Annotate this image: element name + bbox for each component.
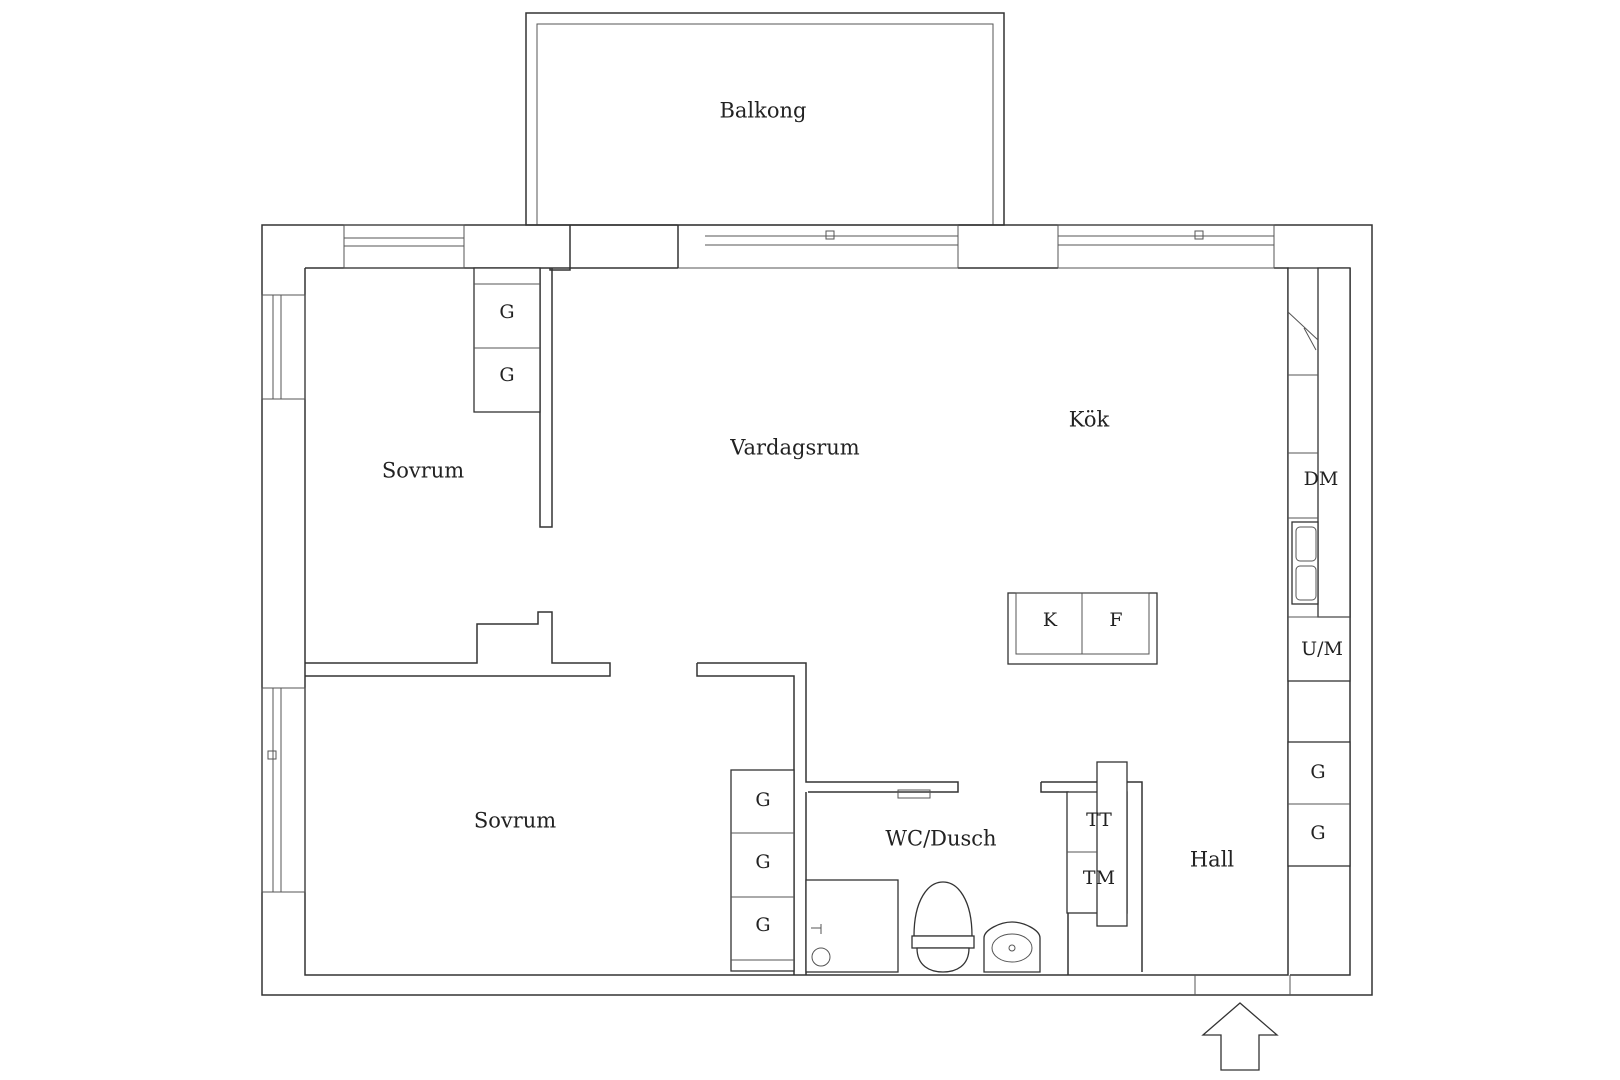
room-label-kok: Kök	[1069, 408, 1110, 432]
washer-label: TM	[1083, 867, 1115, 889]
sink-icon	[983, 921, 1041, 973]
room-label-sovrum-top: Sovrum	[382, 459, 464, 483]
fridge-freezer-unit: K F	[1007, 592, 1158, 665]
kitchen-sink-icon	[1291, 521, 1319, 605]
kitchen-counter: DM U/M	[1287, 267, 1351, 682]
dishwasher-label: DM	[1304, 468, 1339, 490]
wardrobe-label: G	[1310, 761, 1325, 783]
room-label-vardagsrum: Vardagsrum	[729, 436, 860, 460]
wardrobe-group-hall: G G	[1287, 741, 1351, 867]
wardrobe-label: G	[755, 914, 770, 936]
room-label-wc-dusch: WC/Dusch	[885, 827, 996, 851]
room-label-balkong: Balkong	[719, 99, 806, 123]
freezer-label: F	[1109, 609, 1122, 631]
wardrobe-group-top: G G	[473, 267, 541, 413]
wardrobe-label: G	[755, 851, 770, 873]
laundry-unit: TT TM	[1066, 761, 1128, 927]
wardrobe-label: G	[1310, 822, 1325, 844]
room-label-hall: Hall	[1190, 848, 1235, 872]
entrance-arrow-icon	[1201, 1002, 1279, 1071]
wardrobe-label: G	[499, 364, 514, 386]
toilet-icon	[897, 789, 975, 973]
room-label-sovrum-bottom: Sovrum	[474, 809, 556, 833]
tumble-dryer-label: TT	[1086, 809, 1112, 831]
wardrobe-group-bottom: G G G	[730, 769, 795, 972]
oven-micro-label: U/M	[1301, 638, 1343, 660]
wardrobe-label: G	[499, 301, 514, 323]
wardrobe-label: G	[755, 789, 770, 811]
shower-icon	[805, 879, 899, 973]
fridge-label: K	[1043, 609, 1058, 631]
outer-walls	[261, 224, 1373, 996]
